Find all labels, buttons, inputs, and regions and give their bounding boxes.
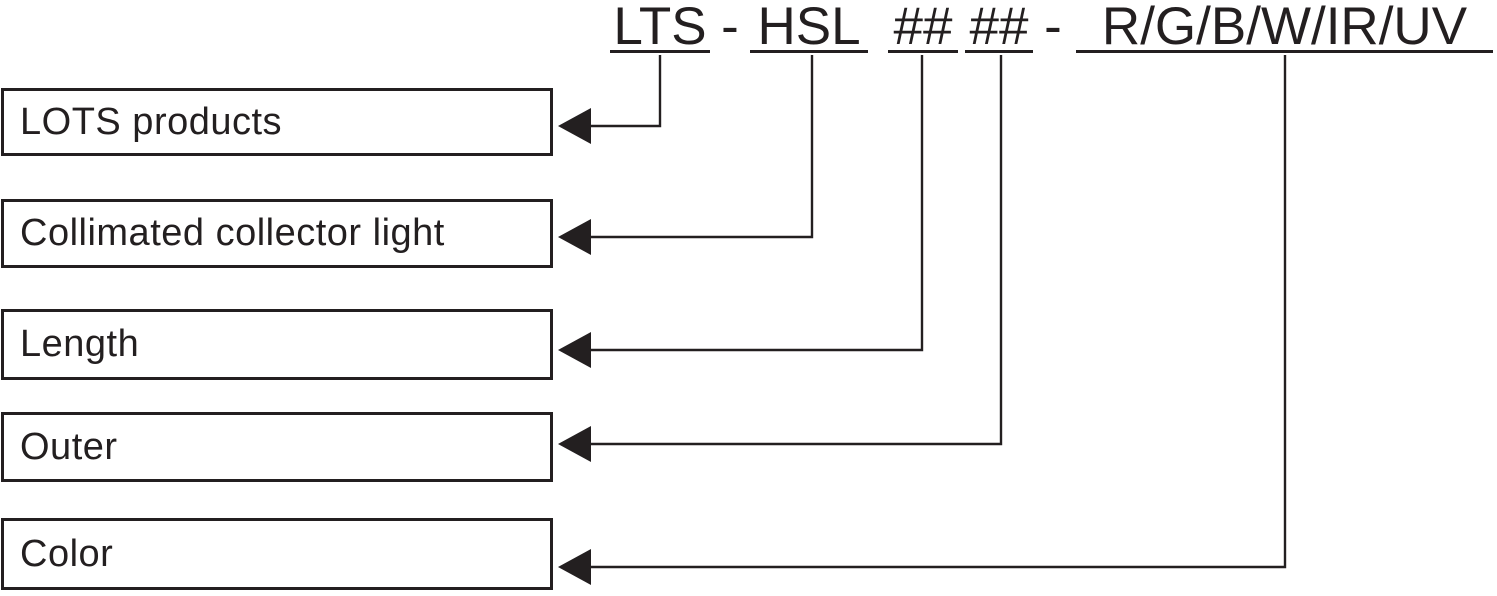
label-box-color: Color bbox=[1, 518, 553, 590]
connector-outer bbox=[558, 55, 1003, 462]
code-separator: - bbox=[721, 0, 739, 56]
label-box-length: Length bbox=[1, 309, 553, 380]
label-text: LOTS products bbox=[20, 100, 283, 143]
code-segment-outer: ## bbox=[965, 0, 1033, 55]
arrow-left-icon bbox=[558, 332, 591, 368]
label-box-collimated-collector-light: Collimated collector light bbox=[1, 199, 553, 268]
arrow-left-icon bbox=[558, 549, 591, 585]
label-text: Collimated collector light bbox=[20, 212, 445, 254]
label-text: Outer bbox=[20, 425, 118, 468]
code-separator: - bbox=[1044, 0, 1062, 56]
connector-color bbox=[558, 55, 1287, 585]
connector-length bbox=[558, 55, 924, 368]
label-text: Length bbox=[20, 323, 140, 365]
arrow-left-icon bbox=[558, 108, 591, 144]
label-box-lots-products: LOTS products bbox=[1, 88, 553, 156]
code-segment-color-options: R/G/B/W/IR/UV bbox=[1076, 0, 1493, 55]
connector-series bbox=[558, 55, 814, 255]
label-box-outer: Outer bbox=[1, 412, 553, 482]
label-text: Color bbox=[20, 532, 114, 575]
code-segment-length: ## bbox=[888, 0, 958, 55]
code-segment-product-prefix: LTS bbox=[610, 0, 710, 55]
code-segment-series: HSL bbox=[750, 0, 868, 55]
connector-product-prefix bbox=[558, 55, 662, 144]
arrow-left-icon bbox=[558, 219, 591, 255]
arrow-left-icon bbox=[558, 426, 591, 462]
